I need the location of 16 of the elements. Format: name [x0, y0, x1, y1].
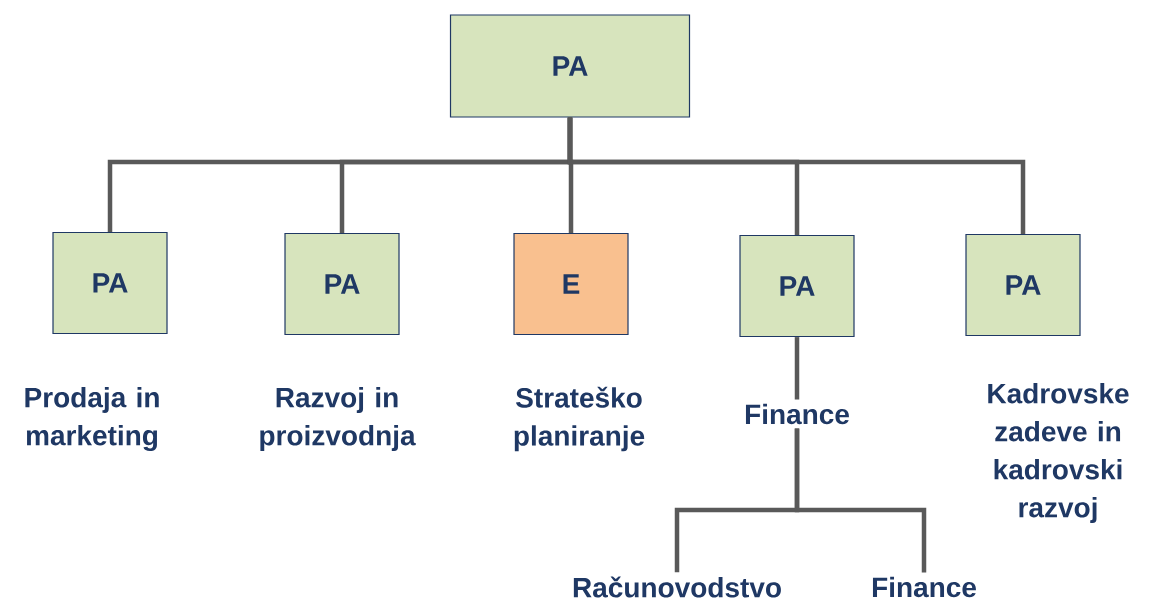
org-box: PA	[52, 231, 168, 335]
unit-label: Finance	[872, 576, 976, 598]
org-box: PA	[284, 232, 400, 336]
unit-label: Finance	[745, 403, 849, 425]
org-box: PA	[739, 234, 855, 338]
unit-label: Računovodstvo	[573, 576, 781, 598]
org-box: PA	[965, 233, 1081, 337]
unit-label: Prodaja in marketing	[25, 386, 159, 452]
unit-label: Razvoj in proizvodnja	[260, 386, 416, 452]
org-box: E	[513, 232, 629, 336]
connector-line	[794, 337, 800, 400]
connector-line	[567, 117, 1026, 234]
connector-line	[794, 428, 927, 573]
org-box: PA	[449, 14, 691, 118]
unit-label: Kadrovske zadeve in kadrovski razvoj	[988, 382, 1129, 524]
unit-label: Strateško planiranje	[514, 386, 645, 452]
